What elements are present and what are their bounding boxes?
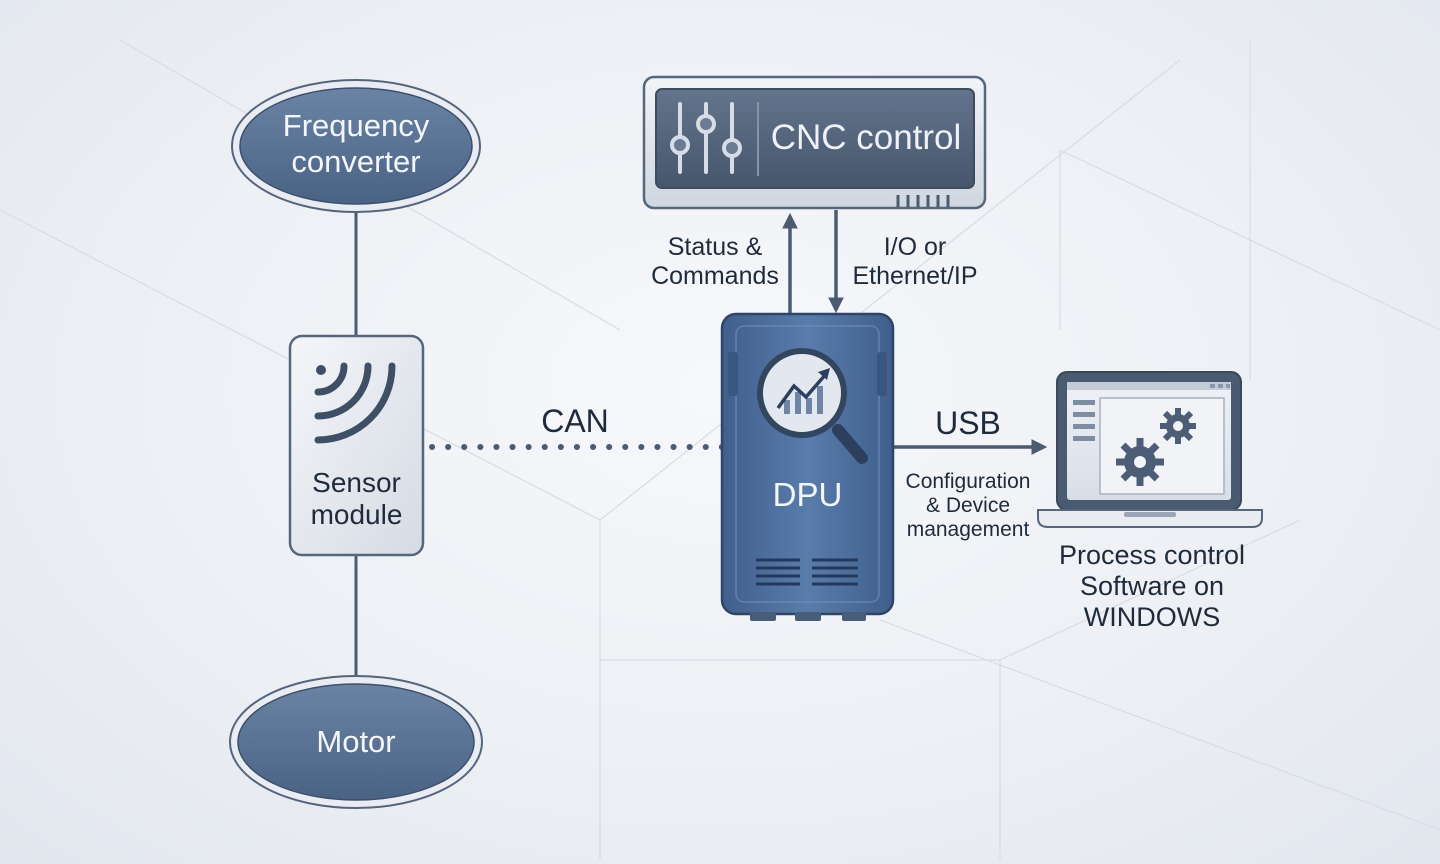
laptop-line2: Software on (1079, 571, 1225, 602)
sensor-module-line2: module (310, 499, 403, 531)
status-commands-line1: Status & (667, 233, 763, 261)
motor-node[interactable] (229, 675, 483, 809)
frequency-converter-line2: converter (291, 143, 421, 179)
configuration-line3: management (906, 518, 1030, 542)
io-ethernet-line1: I/O or (883, 233, 947, 261)
configuration-label: Configuration & Device management (890, 470, 1046, 542)
usb-label: USB (935, 405, 1001, 441)
frequency-converter-label: Frequency converter (256, 108, 456, 179)
dpu-vents (756, 558, 858, 586)
gears-icon (1116, 408, 1196, 486)
dpu-connectors (750, 612, 866, 621)
frequency-converter-line1: Frequency (282, 108, 430, 143)
magnifier-chart-icon (757, 348, 868, 464)
dpu-label: DPU (772, 476, 843, 513)
configuration-line2: & Device (925, 494, 1011, 518)
configuration-line1: Configuration (905, 470, 1031, 493)
laptop-node[interactable] (1037, 371, 1263, 528)
laptop-label: Process control Software on WINDOWS (1030, 540, 1274, 633)
laptop-line3: WINDOWS (1083, 602, 1221, 633)
slider-controls-icon (670, 102, 742, 174)
motor-label: Motor (316, 724, 396, 759)
dpu-node[interactable] (720, 312, 895, 621)
background-lines (0, 39, 1440, 860)
sensor-module-node[interactable] (288, 334, 425, 557)
status-commands-label: Status & Commands (630, 233, 800, 291)
can-label: CAN (541, 403, 609, 439)
frequency-converter-node[interactable] (231, 79, 481, 213)
cnc-control-node[interactable] (642, 75, 987, 210)
wireless-signal-icon (314, 362, 396, 444)
sensor-module-line1: Sensor (312, 467, 401, 498)
status-commands-line2: Commands (651, 261, 779, 290)
io-ethernet-line2: Ethernet/IP (852, 261, 978, 290)
vent-slots (896, 195, 950, 207)
laptop-line1: Process control (1058, 540, 1246, 570)
sensor-module-label: Sensor module (290, 467, 423, 531)
io-ethernet-label: I/O or Ethernet/IP (840, 233, 990, 291)
cnc-control-label: CNC control (770, 118, 962, 157)
